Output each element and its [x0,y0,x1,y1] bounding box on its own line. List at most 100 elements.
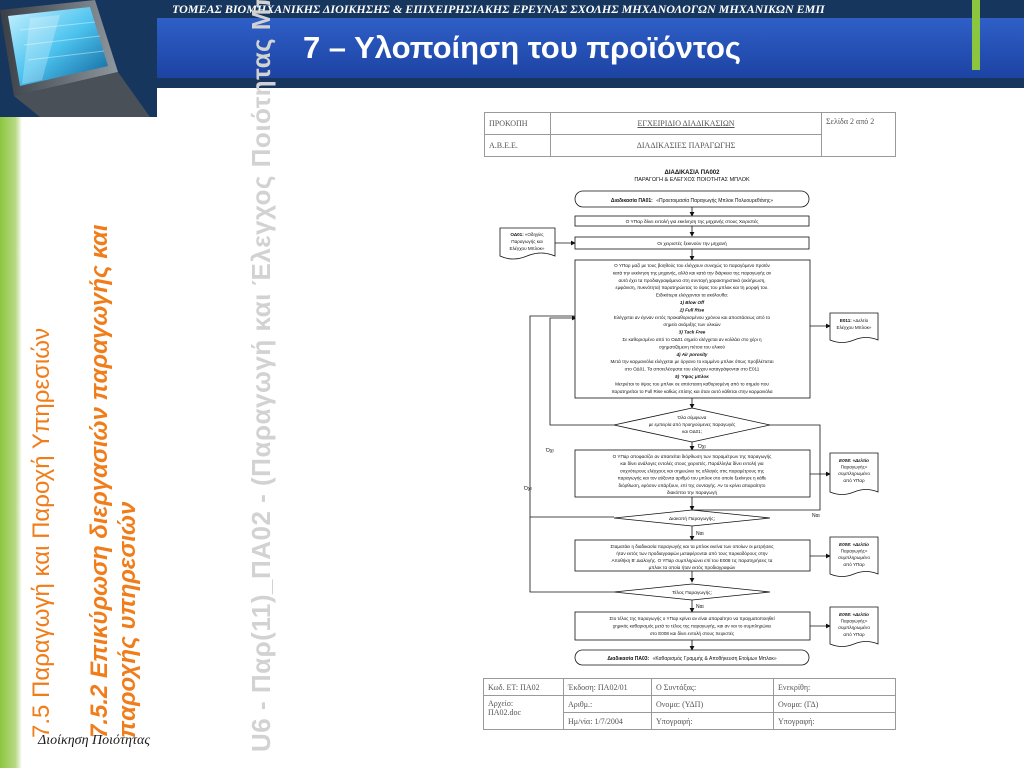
section-heading-line-1: 7.5.2 Επικύρωση διεργασιών παραγωγής και [86,224,113,738]
author-label: Ο Συντάξας: [651,678,774,696]
e008-document-shape-3 [829,606,879,647]
monitor-logo [0,0,157,117]
decision-1-yes-label: Ναι [812,513,820,519]
step3-lines-line: διόρθωση, εφόσον υπάρξουν, επί της συντα… [619,482,766,489]
big-lines-line: 4) Air porosity [676,352,708,357]
title-bar [157,18,1024,78]
document-header-table: ΠΡΟΚΟΠΗ ΕΓΧΕΙΡΙΔΙΟ ΔΙΑΔΙΚΑΣΙΩΝ Σελίδα 2 … [484,112,896,157]
manual-section: ΔΙΑΔΙΚΑΣΙΕΣ ΠΑΡΑΓΩΓΗΣ [550,134,822,157]
decision-2-text: Διακοπή Παραγωγής; [669,515,715,522]
od01-line-2: Παραγωγής και [511,238,542,244]
big-lines-line: Ειδικότερα ελέγχονται τα ακόλουθα: [656,292,728,298]
doc-file-cell: Αρχείο: ΠΑ02.doc [483,695,564,730]
e011-document-shape [829,312,879,343]
step4-lines-line: Αποθήκη Β' Διαλογής. Ο ΥΠαρ συμπληρώνει … [612,557,773,563]
approver-signature: Υπογραφή: [773,712,896,730]
decision-1-line-2: με εμπειρία από προηγούμενες παραγωγές [649,421,736,427]
monitor-icon [0,0,157,117]
e011-line-1: Ε011:«Δελτίο [840,318,869,323]
od01-line-1: ΟΔ01:«Οδηγίες [510,232,544,237]
big-lines-line: Μετά την καρμανιόλα ελέγχεται με όργανο … [611,358,774,364]
approver-label: Ενεκρίθη: [773,678,896,696]
step4-lines-line: μπλοκ τα οποία ήταν εκτός προδιαγραφών [649,564,736,570]
big-lines-line: εμφάνιση, πυκνότητα) παρατηρώντας το ύψο… [616,284,769,290]
procedure-flowchart: ΔΙΑΔΙΚΑΣΙΑ ΠΑ002 ΠΑΡΑΓΩΓΗ & ΕΛΕΓΧΟΣ ΠΟΙΟ… [499,170,879,666]
big-lines-line: κατά την εκκίνηση της μηχανής, αλλά και … [613,269,772,275]
doc-edition: Έκδοση: ΠΑ02/01 [563,678,652,696]
step5-lines-line: στο Ε008 και δίνει εντολή στους Χειριστέ… [650,630,735,636]
flow-title: ΔΙΑΔΙΚΑΣΙΑ ΠΑ002 [665,170,721,176]
step3-lines-line: και δίνει ανάλογες εντολές στους χειριστ… [620,460,764,466]
file-label: Αρχείο: [488,699,514,708]
step3-lines-line: συχνότερους ελέγχους και σημειώνει τις α… [620,467,765,473]
od01-document-shape [499,227,556,260]
big-lines-line: 2) Full Rise [679,307,705,312]
step-2-text: Οι χειριστές ξεκινούν την μηχανή [657,240,727,247]
e008a-line: Παραγωγής» [841,464,868,470]
file-name: ΠΑ02.doc [488,708,522,717]
section-heading-line-2: παροχής υπηρεσιών [114,501,141,738]
e011-line-2: Ελέγχου Μπλοκ» [837,324,872,330]
big-lines-line: στο ΟΔ01. Τα αποτελέσματα του ελέγχου κα… [625,366,760,372]
big-lines-line: σημείο ανάμιξης των υλικών [663,321,721,328]
author-signature: Υπογραφή: [651,712,774,730]
end-text: Διαδικασία ΠΑ03: «Καθαρισμός Γραμμής & Α… [607,655,777,662]
section-heading-7-5: 7.5 Παραγωγή και Παροχή Υπηρεσιών [28,328,55,738]
decision-all-compliant [613,407,771,443]
loop-no-label-1: Όχι [545,448,554,454]
step-1-text: Ο ΥΠαρ δίνει εντολή για εκκίνηση της μηχ… [626,218,760,225]
step5-lines-line: χημικός καθαρισμός μετά το τέλος της παρ… [613,623,772,629]
doc-date: Ημ/νία: 1/7/2004 [563,712,652,730]
cleaning-text: Στο τέλος της παραγωγής ο ΥΠαρ κρίνει αν… [609,615,774,636]
e008c-line: Ε008: «Δελτίο [839,612,869,617]
section-heading-7-5-2: 7.5.2 Επικύρωση διεργασιών παραγωγής και… [86,224,142,738]
big-lines-line: 5) Ύψος μπλοκ [675,374,709,380]
step5-lines-line: Στο τέλος της παραγωγής ο ΥΠαρ κρίνει αν… [609,615,774,621]
big-lines-line: 3) Tack Free [679,330,706,335]
e008b-line: Ε008: «Δελτίο [839,542,869,547]
document-footer-table: Κωδ. ΕΤ: ΠΑ02 Έκδοση: ΠΑ02/01 Ο Συντάξας… [483,678,896,730]
e008c-line: Παραγωγής» [841,618,868,624]
title-underline-gap [157,88,1024,92]
big-lines-line: 1) Blow Off [680,300,705,305]
flow-subtitle: ΠΑΡΑΓΩΓΗ & ΕΛΕΓΧΟΣ ΠΟΙΟΤΗΤΑΣ ΜΠΛΟΚ [634,177,750,183]
step3-lines-line: παραγωγής και τον αύξοντα αριθμό του μπλ… [618,475,767,482]
e008b-line: συμπληρωμένο [838,554,870,560]
quality-checks-text: Ο ΥΠαρ μαζί με τους βοηθούς του ελέγχουν… [611,262,774,394]
process-step-start-machine [574,215,810,227]
manual-title: ΕΓΧΕΙΡΙΔΙΟ ΔΙΑΔΙΚΑΣΙΩΝ [550,112,822,135]
document-filename: U6 - Παρ(11)_ΠΑ02 - (Παραγωγή και Έλεγχο… [246,0,276,752]
od01-line-3: Ελέγχου Μπλοκ» [510,245,545,251]
correction-text: Ο ΥΠαρ αποφασίζει αν απαιτείται διόρθωση… [613,453,773,495]
decision-1-no-label: Όχι [697,444,706,450]
start-terminator [574,190,810,208]
green-accent-bar [972,0,980,70]
decision-2-yes-label: Ναι [696,531,704,537]
e008a-line: από ΥΠαρ [843,477,865,483]
step4-lines-line: Σταματάει η διαδικασία παραγωγής και τα … [610,543,774,549]
e008-document-shape-2 [829,536,879,577]
process-step-cleaning [574,611,811,641]
approver-name: Ονομα: (ΓΔ) [773,695,896,713]
e008a-line: Ε008: «Δελτίο [839,458,869,463]
organization-line: ΤΟΜΕΑΣ ΒΙΟΜΗΧΑΝΙΚΗΣ ΔΙΟΙΚΗΣΗΣ & ΕΠΙΧΕΙΡΗ… [172,2,825,16]
e008b-line: Παραγωγής» [841,548,868,554]
e008-document-shape-1 [829,452,879,495]
slide-title: 7 – Υλοποίηση του προϊόντος [302,30,742,65]
big-lines-line: Ελέγχεται αν έγιναν εντός προκαθορισμένο… [614,314,771,320]
decision-stop-production [613,509,771,527]
e008c-line: από ΥΠαρ [843,631,865,637]
start-text: Διαδικασία ΠΑ01: «Προετοιμασία Παραγωγής… [611,197,773,204]
left-accent-stripe [0,117,22,768]
decision-end-production [613,583,771,601]
decision-1-line-1: Όλα σύμφωνα [677,414,707,420]
big-lines-line: Μετριέται το ύψος του μπλοκ σε απόσταση … [615,380,769,386]
doc-code: Κωδ. ΕΤ: ΠΑ02 [483,678,564,696]
decision-3-yes-label: Ναι [696,604,704,610]
step3-lines-line: διακόπτει την παραγωγή [667,489,717,495]
big-lines-line: σχηματιζόμενη πέτσα του υλικού [659,343,725,350]
process-step-correction [574,449,811,498]
author-name: Ονομα: (ΥΔΠ) [651,695,774,713]
